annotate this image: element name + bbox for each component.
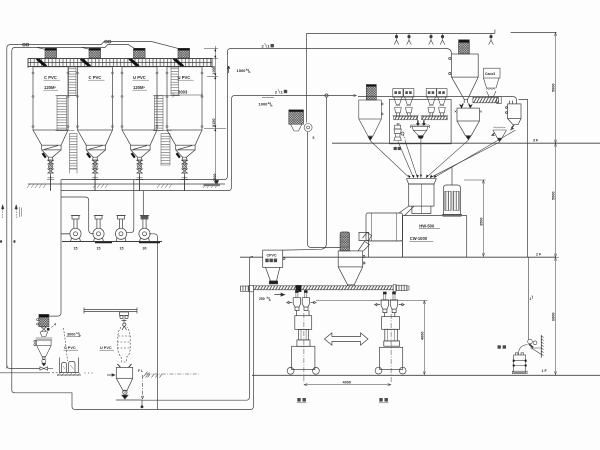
svg-text:Caco3: Caco3 bbox=[485, 72, 495, 76]
svg-text:120M³: 120M³ bbox=[133, 85, 145, 90]
svg-text:CW-1000: CW-1000 bbox=[410, 236, 428, 241]
svg-text:/h: /h bbox=[269, 298, 272, 302]
svg-text:250: 250 bbox=[259, 297, 265, 301]
svg-text:1 F: 1 F bbox=[542, 369, 548, 373]
svg-text:6: 6 bbox=[0, 240, 2, 244]
svg-text:3 F: 3 F bbox=[533, 139, 539, 143]
svg-text:/h: /h bbox=[248, 70, 251, 74]
svg-text:15: 15 bbox=[97, 247, 101, 251]
svg-text:3000: 3000 bbox=[67, 333, 75, 337]
svg-text:5: 5 bbox=[313, 136, 315, 140]
svg-text:15: 15 bbox=[120, 247, 124, 251]
svg-text:4500: 4500 bbox=[213, 174, 217, 182]
svg-text:C PVC: C PVC bbox=[64, 346, 76, 350]
svg-text:120M³: 120M³ bbox=[44, 85, 56, 90]
svg-text:2 F: 2 F bbox=[536, 253, 542, 257]
svg-text:9150: 9150 bbox=[212, 119, 216, 127]
svg-text:1500: 1500 bbox=[237, 68, 247, 73]
svg-text:4: 4 bbox=[54, 323, 56, 327]
svg-text:5000: 5000 bbox=[552, 84, 556, 92]
svg-text:4000: 4000 bbox=[420, 332, 424, 340]
svg-text:3003: 3003 bbox=[178, 89, 188, 94]
svg-text:U PVC: U PVC bbox=[100, 346, 112, 350]
svg-text:6000: 6000 bbox=[552, 313, 556, 321]
svg-text:HW-500: HW-500 bbox=[419, 224, 435, 229]
svg-text:kg: kg bbox=[246, 67, 250, 71]
svg-text:C PVC: C PVC bbox=[44, 75, 57, 80]
svg-text::1: :1 bbox=[266, 44, 270, 49]
svg-text:1000: 1000 bbox=[259, 102, 269, 107]
svg-text:C PVC: C PVC bbox=[89, 75, 102, 80]
svg-text:2: 2 bbox=[262, 44, 265, 49]
svg-text:15: 15 bbox=[74, 247, 78, 251]
svg-text:3500: 3500 bbox=[480, 218, 484, 226]
svg-text:/h: /h bbox=[270, 104, 273, 108]
svg-text:kg: kg bbox=[76, 331, 79, 335]
svg-text:6: 6 bbox=[14, 240, 16, 244]
svg-text:2: 2 bbox=[275, 89, 278, 94]
svg-text:kg: kg bbox=[267, 295, 270, 299]
svg-text:F L: F L bbox=[138, 369, 143, 373]
svg-text:/h: /h bbox=[79, 334, 82, 338]
svg-text:1000: 1000 bbox=[212, 66, 216, 74]
svg-text:kg: kg bbox=[268, 101, 272, 105]
svg-text:30: 30 bbox=[143, 247, 147, 251]
svg-text:U PVC: U PVC bbox=[133, 75, 146, 80]
svg-text:5000: 5000 bbox=[552, 192, 556, 200]
svg-text:4000: 4000 bbox=[343, 380, 351, 384]
svg-text:CPVC: CPVC bbox=[267, 253, 277, 257]
svg-text::1: :1 bbox=[279, 89, 283, 94]
svg-text:1: 1 bbox=[530, 297, 532, 301]
svg-text:U PVC: U PVC bbox=[178, 75, 191, 80]
